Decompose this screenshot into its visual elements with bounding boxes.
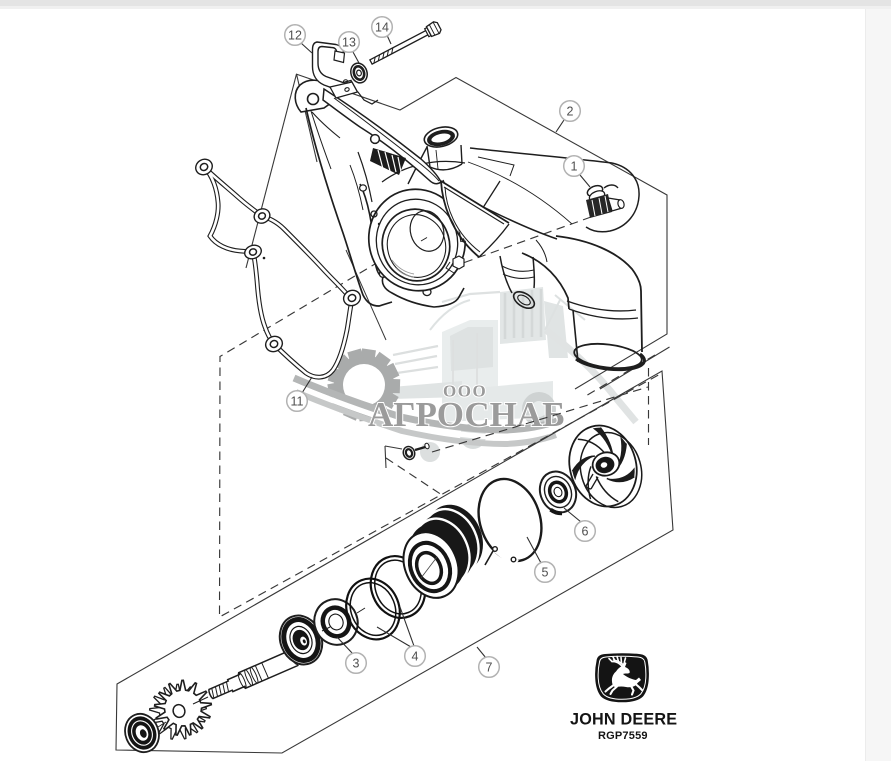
svg-text:4: 4	[412, 650, 419, 664]
svg-text:1: 1	[571, 160, 578, 174]
svg-text:JOHN DEERE: JOHN DEERE	[570, 711, 677, 729]
svg-text:6: 6	[582, 525, 589, 539]
svg-text:14: 14	[375, 21, 389, 35]
svg-text:3: 3	[353, 657, 360, 671]
svg-text:ООО: ООО	[443, 382, 487, 401]
svg-text:12: 12	[288, 29, 302, 43]
svg-text:13: 13	[342, 36, 356, 50]
svg-text:2: 2	[567, 105, 574, 119]
svg-text:5: 5	[542, 566, 549, 580]
svg-text:АГРОСНАБ: АГРОСНАБ	[368, 395, 565, 434]
svg-text:11: 11	[291, 395, 304, 409]
svg-text:7: 7	[486, 661, 493, 675]
svg-text:RGP7559: RGP7559	[598, 730, 648, 742]
